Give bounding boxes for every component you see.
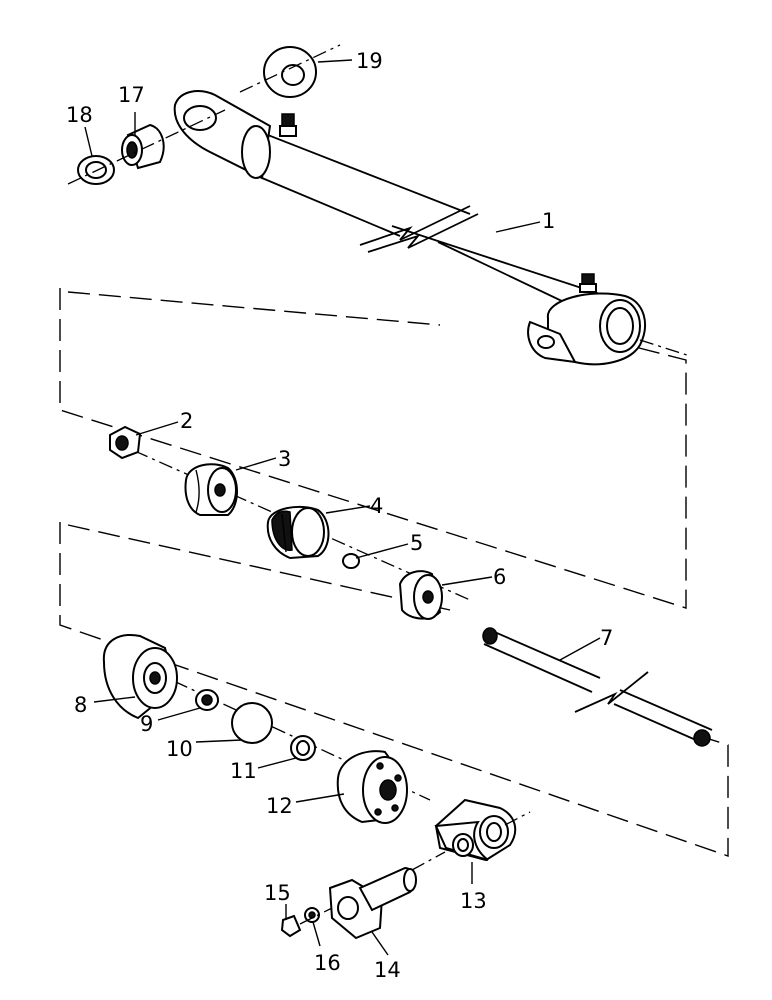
part-3-piston — [184, 463, 238, 516]
part-6-guide-bushing — [398, 570, 443, 620]
callout-10: 10 — [166, 737, 193, 761]
part-1-cylinder-tube — [173, 90, 691, 366]
callout-19: 19 — [356, 49, 383, 73]
callout-5: 5 — [410, 531, 423, 555]
callout-3: 3 — [278, 447, 291, 471]
dashed-guide-lines — [59, 288, 729, 857]
callout-labels: 1 2 3 4 5 6 7 8 9 10 11 12 13 14 15 16 1… — [66, 49, 613, 982]
callout-1: 1 — [542, 209, 555, 233]
callout-18: 18 — [66, 103, 93, 127]
callout-13: 13 — [460, 889, 487, 913]
callout-2: 2 — [180, 409, 193, 433]
part-14-pin — [328, 851, 446, 940]
part-4-piston-seal — [266, 505, 330, 560]
part-8-bearing-housing — [102, 634, 178, 720]
part-5-o-ring — [342, 553, 360, 569]
part-13-rod-clevis — [434, 798, 531, 862]
part-16-washer — [304, 907, 320, 923]
callout-7: 7 — [600, 626, 613, 650]
part-11-wiper — [290, 735, 316, 761]
part-17-bushing — [121, 123, 165, 170]
callout-12: 12 — [266, 794, 293, 818]
part-12-end-cap — [336, 750, 408, 824]
callout-17: 17 — [118, 83, 145, 107]
part-2-nut — [109, 425, 142, 460]
part-10-o-ring — [231, 702, 273, 744]
part-9-seal — [195, 689, 219, 711]
callout-8: 8 — [74, 693, 87, 717]
part-15-screw — [280, 914, 302, 938]
part-7-piston-rod — [482, 627, 713, 747]
callout-15: 15 — [264, 881, 291, 905]
callout-4: 4 — [370, 494, 383, 518]
leader-lines — [84, 59, 601, 956]
part-19-washer — [263, 46, 317, 98]
callout-14: 14 — [374, 958, 401, 982]
callout-16: 16 — [314, 951, 341, 975]
callout-11: 11 — [230, 759, 257, 783]
callout-6: 6 — [493, 565, 506, 589]
callout-9: 9 — [140, 712, 153, 736]
part-18-ring — [77, 155, 115, 185]
